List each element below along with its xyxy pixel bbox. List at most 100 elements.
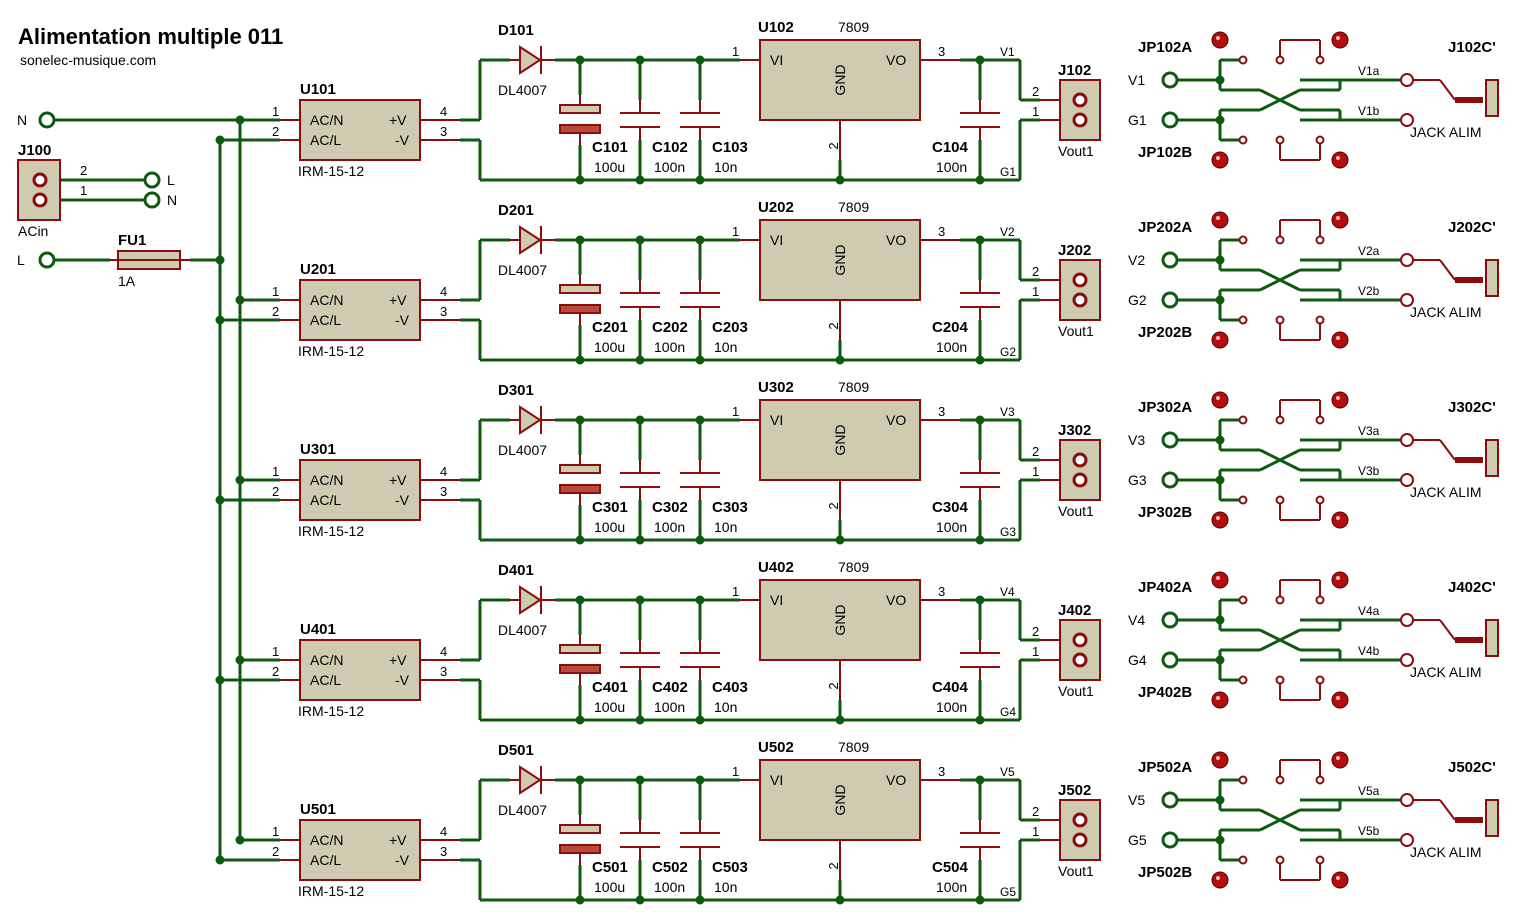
terminal-j100-n[interactable] [143, 191, 161, 209]
jumper-pin[interactable] [1315, 55, 1325, 65]
jumper-pin[interactable] [1238, 675, 1248, 685]
output-connector-pin[interactable] [1072, 472, 1088, 488]
electrolytic-minus-plate [559, 664, 601, 674]
jumper-b-ref-label: JP402B [1138, 684, 1192, 701]
component-lead [1439, 79, 1456, 101]
port-g-terminal[interactable] [1161, 471, 1179, 489]
port-g-terminal[interactable] [1161, 111, 1179, 129]
output-connector-value-label: Vout1 [1058, 863, 1094, 879]
terminal-l[interactable] [38, 251, 56, 269]
test-point-icon [1211, 31, 1229, 49]
test-point-icon [1331, 211, 1349, 229]
jack-tip-terminal[interactable] [1400, 613, 1414, 627]
diode-value-label: DL4007 [498, 802, 547, 818]
jack-tip-terminal[interactable] [1400, 253, 1414, 267]
regulator-ref-label: U402 [758, 559, 794, 576]
junction-dot [695, 355, 705, 365]
regulator-pin3-label: 3 [938, 584, 945, 599]
module-acl-label: AC/L [310, 492, 341, 508]
jumper-pin[interactable] [1315, 595, 1325, 605]
port-g-terminal[interactable] [1161, 291, 1179, 309]
output-connector-pin[interactable] [1072, 92, 1088, 108]
port-v-terminal[interactable] [1161, 611, 1179, 629]
jack-sleeve-terminal[interactable] [1400, 833, 1414, 847]
port-g-terminal[interactable] [1161, 651, 1179, 669]
jumper-pin[interactable] [1238, 775, 1248, 785]
jumper-pin[interactable] [1238, 595, 1248, 605]
junction-dot [575, 355, 585, 365]
jumper-pin[interactable] [1315, 675, 1325, 685]
terminal-j100-l[interactable] [143, 171, 161, 189]
jumper-a-ref-label: JP302A [1138, 399, 1192, 416]
port-v-terminal[interactable] [1161, 431, 1179, 449]
port-g-terminal[interactable] [1161, 831, 1179, 849]
output-connector-pin[interactable] [1072, 292, 1088, 308]
jumper-pin[interactable] [1275, 855, 1285, 865]
jumper-pin[interactable] [1315, 135, 1325, 145]
port-g-label: G3 [1128, 472, 1147, 488]
jumper-pin[interactable] [1315, 855, 1325, 865]
output-connector-pin[interactable] [1072, 112, 1088, 128]
jumper-pin[interactable] [1238, 415, 1248, 425]
cap2-ref-label: C102 [652, 139, 688, 156]
out-pin1-label: 1 [1032, 824, 1039, 839]
jack-sleeve-terminal[interactable] [1400, 473, 1414, 487]
j100-pin1[interactable] [32, 192, 48, 208]
module-vminus-label: -V [395, 492, 410, 508]
jack-value-label: JACK ALIM [1410, 304, 1482, 320]
cap3-ref-label: C103 [712, 139, 748, 156]
module-pin1-label: 1 [272, 824, 279, 839]
jack-sleeve-terminal[interactable] [1400, 653, 1414, 667]
net-g-label: G3 [1000, 525, 1016, 539]
jumper-pin[interactable] [1315, 495, 1325, 505]
regulator-vo-label: VO [886, 592, 906, 608]
regulator-body [759, 579, 921, 661]
channel-4: 12U401IRM-15-12AC/NAC/L+V-V43D401DL40071… [215, 559, 1499, 725]
jumper-pin[interactable] [1275, 595, 1285, 605]
jumper-pin[interactable] [1238, 315, 1248, 325]
jumper-pin[interactable] [1275, 55, 1285, 65]
output-connector-pin[interactable] [1072, 272, 1088, 288]
jumper-pin[interactable] [1238, 495, 1248, 505]
jumper-pin[interactable] [1238, 855, 1248, 865]
port-v-terminal[interactable] [1161, 71, 1179, 89]
output-connector-pin[interactable] [1072, 452, 1088, 468]
jumper-pin[interactable] [1238, 55, 1248, 65]
jumper-pin[interactable] [1275, 235, 1285, 245]
jumper-pin[interactable] [1275, 775, 1285, 785]
jack-tip-terminal[interactable] [1400, 73, 1414, 87]
output-connector-pin[interactable] [1072, 652, 1088, 668]
jack-sleeve-terminal[interactable] [1400, 113, 1414, 127]
test-point-icon [1331, 511, 1349, 529]
output-connector-pin[interactable] [1072, 632, 1088, 648]
jack-body [1485, 439, 1499, 477]
jack-tip-terminal[interactable] [1400, 433, 1414, 447]
junction-dot [575, 715, 585, 725]
jumper-pin[interactable] [1315, 315, 1325, 325]
jumper-pin[interactable] [1275, 315, 1285, 325]
module-acl-label: AC/L [310, 312, 341, 328]
terminal-n[interactable] [38, 111, 56, 129]
jumper-a-ref-label: JP202A [1138, 219, 1192, 236]
jumper-pin[interactable] [1315, 775, 1325, 785]
jumper-pin[interactable] [1315, 415, 1325, 425]
cap1-ref-label: C401 [592, 679, 628, 696]
output-connector-pin[interactable] [1072, 812, 1088, 828]
electrolytic-minus-plate [559, 844, 601, 854]
jumper-pin[interactable] [1275, 495, 1285, 505]
output-connector-pin[interactable] [1072, 832, 1088, 848]
jumper-pin[interactable] [1275, 415, 1285, 425]
jumper-pin[interactable] [1238, 235, 1248, 245]
jack-sleeve-terminal[interactable] [1400, 293, 1414, 307]
port-v-terminal[interactable] [1161, 251, 1179, 269]
jumper-pin[interactable] [1238, 135, 1248, 145]
j100-pin2[interactable] [32, 172, 48, 188]
terminal-l-label: L [17, 252, 25, 268]
jack-tip-terminal[interactable] [1400, 793, 1414, 807]
port-v-terminal[interactable] [1161, 791, 1179, 809]
jumper-pin[interactable] [1275, 135, 1285, 145]
cap1-ref-label: C501 [592, 859, 628, 876]
jumper-pin[interactable] [1275, 675, 1285, 685]
jumper-pin[interactable] [1315, 235, 1325, 245]
